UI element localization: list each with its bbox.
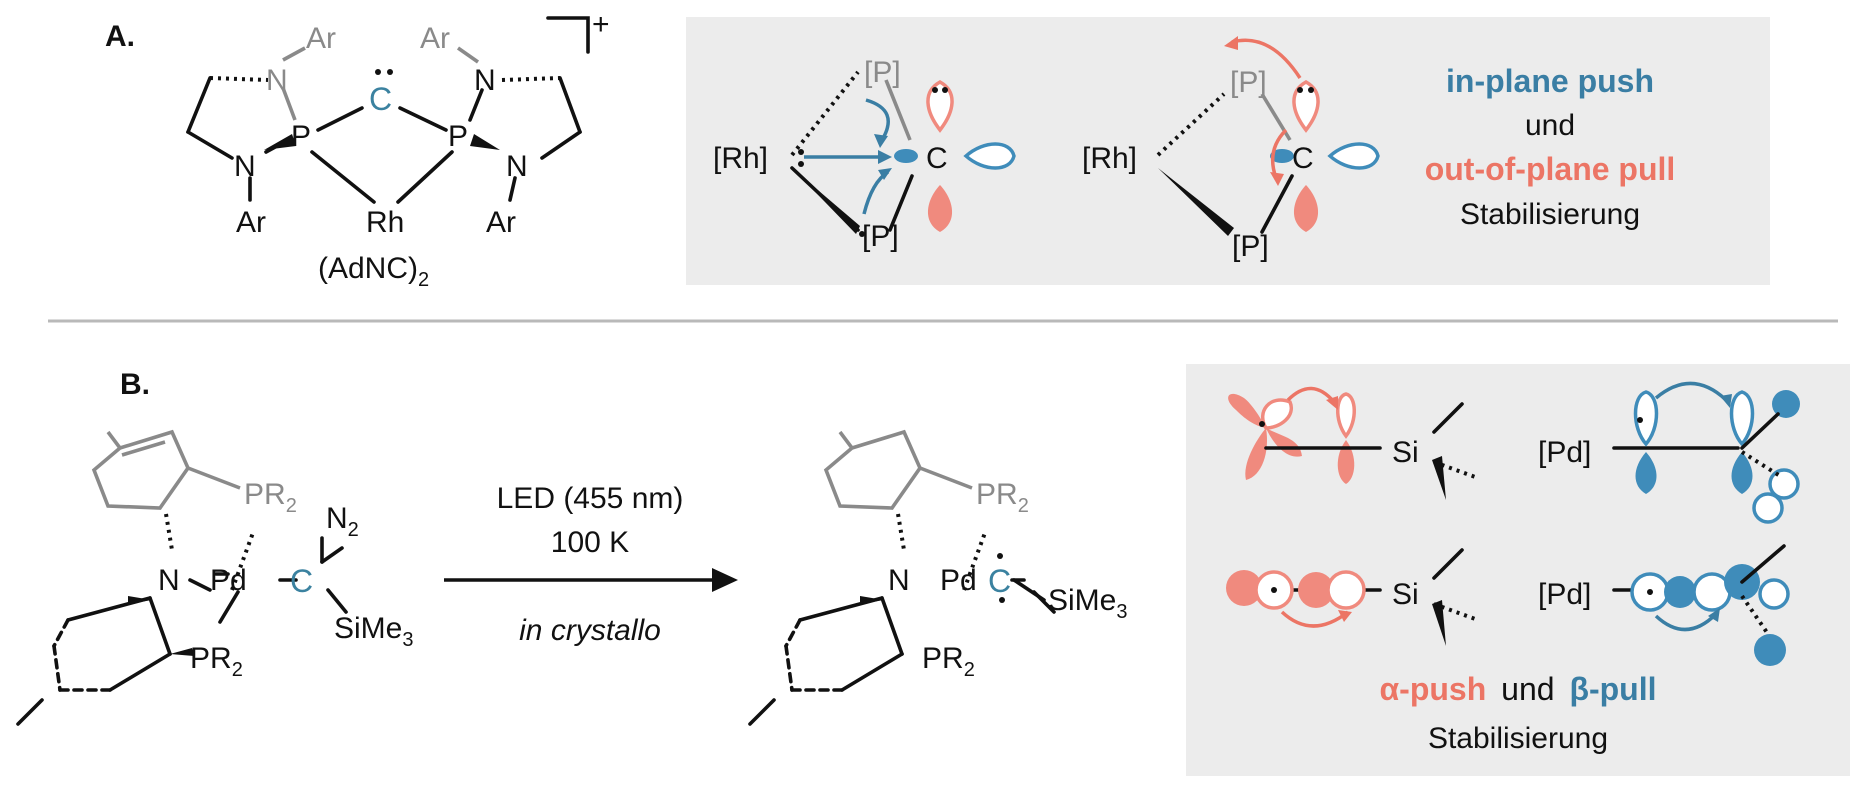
charge: + [592, 8, 610, 41]
orbital-alpha-top [1228, 386, 1479, 500]
atom-ar: Ar [420, 22, 450, 55]
atom-ar: Ar [306, 22, 336, 55]
lone-pair-dot [375, 69, 381, 75]
si-label: Si [1392, 436, 1419, 469]
pull-caption: out-of-plane pull [1425, 151, 1676, 187]
pr2-label: PR2 [922, 642, 975, 681]
condition-temp: 100 K [551, 526, 629, 559]
panel-a-orbital-box [686, 17, 1770, 285]
orbital-alpha-bottom [1226, 548, 1479, 646]
charge-bracket [546, 16, 590, 54]
atom-ar: Ar [236, 206, 266, 239]
n-label: N [888, 564, 910, 597]
si-label: Si [1392, 578, 1419, 611]
und-caption: und [1525, 109, 1575, 142]
rh-label: [Rh] [1082, 142, 1137, 175]
ligand-left-ring [186, 46, 306, 202]
panel-b-label: B. [120, 368, 150, 401]
orbital-diagram-push [790, 70, 1016, 234]
stab-caption: Stabilisierung [1460, 198, 1640, 231]
rh-label: [Rh] [713, 142, 768, 175]
orbital-beta-top [1612, 381, 1800, 524]
c-label: C [1292, 142, 1314, 175]
carbon-label: C [988, 563, 1011, 599]
n-label: N [158, 564, 180, 597]
sime3-label: SiMe3 [334, 612, 413, 651]
ligand-right-ring [456, 46, 582, 202]
atom-ar: Ar [486, 206, 516, 239]
orbital-beta-bottom [1612, 544, 1790, 666]
p-label: [P] [862, 220, 899, 253]
atom-p: P [291, 120, 311, 153]
reaction-arrow-head [712, 568, 738, 592]
pr2-label: PR2 [190, 642, 243, 681]
pr2-label: PR2 [244, 478, 297, 517]
rh-ligand: (AdNC)2 [318, 252, 429, 291]
condition-led: LED (455 nm) [497, 482, 684, 515]
n2-label: N2 [326, 502, 359, 541]
pd-label: Pd [210, 564, 247, 597]
atom-n: N [506, 150, 528, 183]
atom-n: N [474, 64, 496, 97]
pd-label: [Pd] [1538, 436, 1591, 469]
atom-rh: Rh [366, 206, 404, 239]
condition-crystallo: in crystallo [519, 614, 661, 647]
pd-label: Pd [940, 564, 977, 597]
pd-label: [Pd] [1538, 578, 1591, 611]
orbital-diagram-pull [1156, 36, 1380, 236]
lone-pair-dot [387, 69, 393, 75]
reactant-complex [16, 429, 348, 726]
c-label: C [926, 142, 948, 175]
p-label: [P] [1230, 66, 1267, 99]
product-complex [748, 429, 1056, 726]
panel-a-label: A. [105, 20, 135, 53]
carbene-carbon: C [369, 81, 392, 117]
sime3-label: SiMe3 [1048, 584, 1127, 623]
pr2-label: PR2 [976, 478, 1029, 517]
atom-n: N [234, 150, 256, 183]
alpha-beta-caption: α-push und β-pull [1380, 671, 1657, 707]
carbon-label: C [290, 563, 313, 599]
stab-caption: Stabilisierung [1428, 722, 1608, 755]
atom-n: N [266, 64, 288, 97]
atom-p: P [448, 120, 468, 153]
push-caption: in-plane push [1446, 63, 1654, 99]
p-label: [P] [1232, 230, 1269, 263]
p-label: [P] [864, 56, 901, 89]
